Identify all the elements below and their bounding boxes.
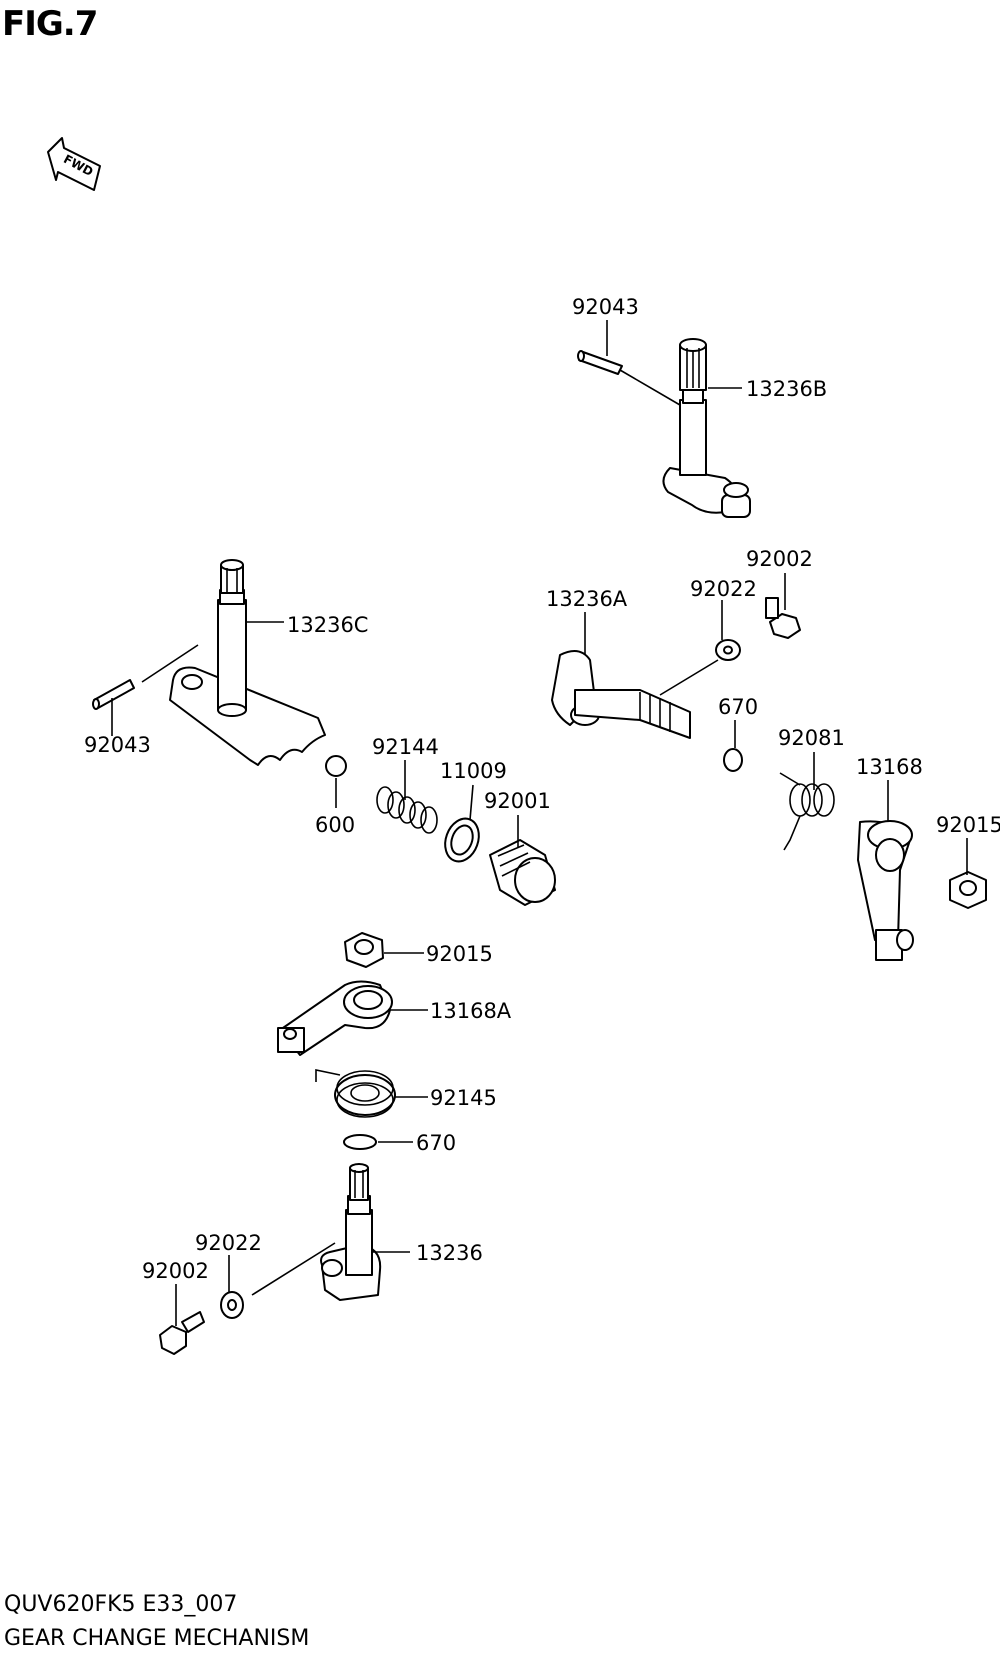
label-92001: 92001: [484, 789, 551, 813]
label-13236B: 13236B: [746, 377, 827, 401]
part-13236-shaft: [320, 1163, 382, 1301]
part-13236B-shaft: [662, 338, 751, 518]
part-92043-pin-top: [577, 350, 623, 375]
part-92015-nut-mid: [344, 932, 384, 968]
part-92002-bolt-bottom: [159, 1311, 205, 1355]
label-92002-bottom: 92002: [142, 1259, 209, 1283]
label-13168: 13168: [856, 755, 923, 779]
label-92043-left: 92043: [84, 733, 151, 757]
label-11009: 11009: [440, 759, 507, 783]
figure-title: FIG.7: [2, 4, 98, 44]
label-92022-top: 92022: [690, 577, 757, 601]
part-92145-spring: [315, 1069, 396, 1118]
part-92043-pin-left: [92, 679, 135, 710]
label-670-bottom: 670: [416, 1131, 456, 1155]
part-92022-washer-top: [715, 639, 741, 661]
footer-model-code: QUV620FK5 E33_007: [4, 1592, 238, 1617]
label-92015-right: 92015: [936, 813, 1000, 837]
label-13168A: 13168A: [430, 999, 512, 1023]
part-92002-bolt-top: [765, 597, 801, 639]
part-13168-lever: [857, 820, 914, 961]
part-92001-plug: [489, 839, 556, 906]
part-13236C-shaft: [169, 559, 326, 766]
label-92002-top: 92002: [746, 547, 813, 571]
label-13236: 13236: [416, 1241, 483, 1265]
part-670-oring-bottom: [343, 1134, 377, 1150]
part-92144-spring: [376, 786, 438, 834]
label-13236C: 13236C: [287, 613, 368, 637]
footer-section-name: GEAR CHANGE MECHANISM: [4, 1626, 310, 1651]
part-11009-gasket: [444, 817, 480, 863]
label-92015-mid: 92015: [426, 942, 493, 966]
label-92145: 92145: [430, 1086, 497, 1110]
label-92081: 92081: [778, 726, 845, 750]
part-13168A-lever: [277, 980, 393, 1056]
part-92015-nut-right: [949, 871, 987, 909]
part-92022-washer-bottom: [220, 1291, 244, 1319]
part-92081-spring: [779, 772, 835, 851]
label-92022-bottom: 92022: [195, 1231, 262, 1255]
part-670-oring-top: [723, 748, 743, 772]
label-92144: 92144: [372, 735, 439, 759]
label-13236A: 13236A: [546, 587, 628, 611]
label-600: 600: [315, 813, 355, 837]
label-92043-top: 92043: [572, 295, 639, 319]
label-670-top: 670: [718, 695, 758, 719]
part-600-ball: [325, 755, 347, 777]
part-13236A-shaft: [551, 650, 691, 739]
fwd-arrow-icon: FWD: [47, 137, 101, 191]
